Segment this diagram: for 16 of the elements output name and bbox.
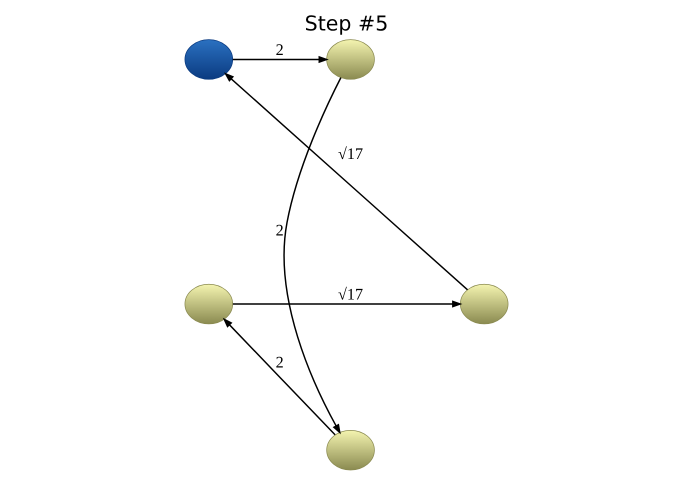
node-circle [326, 39, 375, 80]
arrow [222, 318, 336, 436]
diagram-title: Step #5 [304, 11, 388, 36]
arrow [224, 72, 468, 290]
arrow [232, 56, 329, 64]
arrow [232, 300, 462, 308]
edge-label: 2 [276, 354, 284, 372]
edge-label: 2 [276, 42, 284, 59]
arrow [283, 77, 342, 434]
edge-label: 2 [276, 222, 284, 240]
node-circle [326, 430, 375, 470]
edge-label: √17 [338, 146, 364, 164]
edge-label: √17 [338, 286, 364, 304]
node-circle [184, 284, 234, 324]
node-circle [460, 284, 508, 324]
node-circle [184, 39, 234, 80]
